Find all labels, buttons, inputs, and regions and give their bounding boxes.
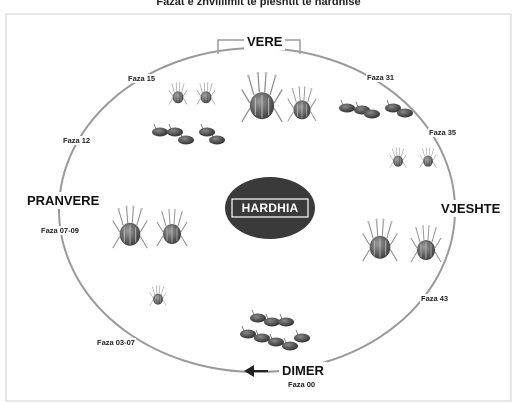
season-autumn: VJESHTE: [438, 200, 504, 217]
frame-border: [5, 13, 512, 402]
egg-icon: [151, 123, 226, 145]
mite-icon: [241, 71, 283, 123]
mite-icon: [419, 147, 437, 168]
center-disc: [225, 177, 315, 239]
mite-icon: [196, 81, 216, 105]
mite-icon: [410, 224, 442, 263]
mite-icon: [156, 208, 188, 247]
mite-icon: [389, 147, 407, 168]
season-winter: DIMER: [279, 362, 327, 379]
phase-label-43: Faza 43: [420, 294, 450, 303]
diagram-title: Fazat e zhvillimit te pleshtit te hardhi…: [156, 0, 361, 8]
phase-label-00: Faza 00: [287, 380, 317, 389]
phase-label-15: Faza 15: [127, 74, 157, 83]
phase-label-35: Faza 35: [428, 128, 458, 137]
mite-icon: [149, 285, 167, 306]
mite-icon: [362, 217, 398, 262]
egg-icon: [338, 99, 414, 119]
center-label-box: [231, 198, 309, 218]
season-spring: PRANVERE: [24, 192, 103, 209]
phase-label-03-07: Faza 03-07: [96, 338, 136, 347]
egg-icon: [239, 309, 311, 351]
mite-icon: [168, 81, 188, 105]
phase-label-31: Faza 31: [366, 73, 396, 82]
phase-label-12: Faza 12: [62, 136, 92, 145]
mite-icon: [112, 204, 148, 249]
center-label: HARDHIA: [241, 201, 299, 215]
phase-label-07-09: Faza 07-09: [40, 226, 80, 235]
arrow-left-icon: [244, 365, 268, 377]
mite-icon: [287, 85, 317, 122]
season-summer: VERE: [244, 33, 286, 50]
